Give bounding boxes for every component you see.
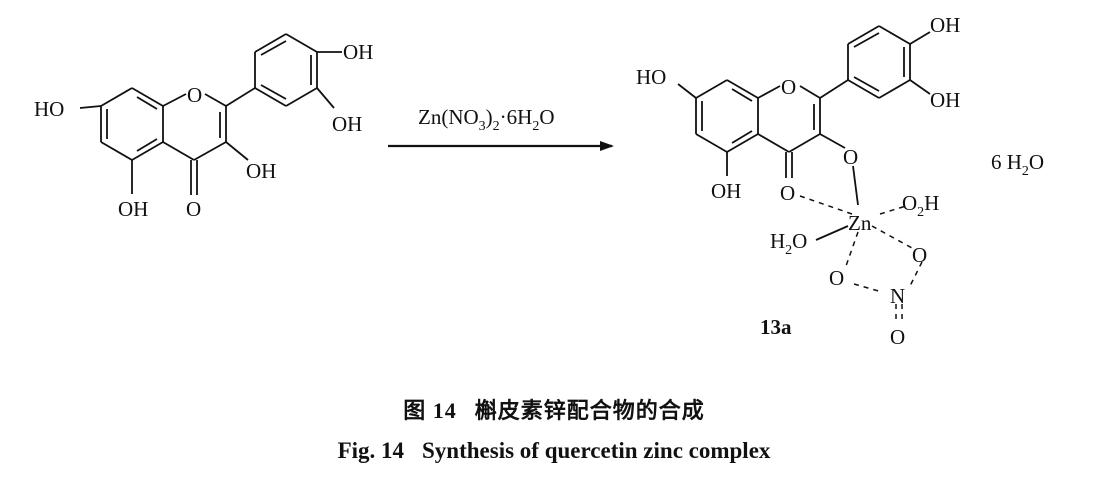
zinc-atom: Zn bbox=[848, 211, 872, 235]
reactant-oh-4prime: OH bbox=[343, 40, 373, 64]
reactant-ring-oxygen: O bbox=[187, 83, 202, 107]
product-carbonyl-oxygen: O bbox=[780, 181, 795, 205]
reagent-label: Zn(NO3)2·6H2O bbox=[418, 105, 555, 134]
reactant-ho-7: HO bbox=[34, 97, 64, 121]
coordination-bonds bbox=[799, 195, 923, 322]
nitrate-nitrogen: N bbox=[890, 284, 905, 308]
product-oh-3prime: OH bbox=[930, 88, 960, 112]
caption-en-figure-number: Fig. 14 bbox=[337, 438, 405, 463]
product-oh-5: OH bbox=[711, 179, 741, 203]
nitrate-oxygen-2: O bbox=[829, 266, 844, 290]
quercetin-labels: HO OH OH OH OH O O bbox=[34, 40, 373, 221]
product-ho-7: HO bbox=[636, 65, 666, 89]
product-o3: O bbox=[843, 145, 858, 169]
reactant-oh-5: OH bbox=[118, 197, 148, 221]
reactant-carbonyl-oxygen: O bbox=[186, 197, 201, 221]
product-oh-4prime: OH bbox=[930, 13, 960, 37]
water-ligand-o2h: O2H bbox=[902, 191, 939, 220]
reaction-scheme: HO OH OH OH OH O O Zn(NO3)2·6H2O bbox=[34, 13, 1044, 349]
compound-id: 13a bbox=[760, 315, 792, 339]
caption-en-title: Synthesis of quercetin zinc complex bbox=[422, 438, 771, 463]
quercetin-structure bbox=[79, 33, 342, 195]
reactant-oh-3prime: OH bbox=[332, 112, 362, 136]
product-labels: HO OH OH OH O O O Zn O2H H2O O O N O 6 H… bbox=[636, 13, 1044, 349]
product-ring-oxygen: O bbox=[781, 75, 796, 99]
caption-cn-title: 槲皮素锌配合物的合成 bbox=[474, 398, 705, 423]
caption-cn-figure-number: 图 14 bbox=[403, 398, 457, 423]
reactant-oh-3: OH bbox=[246, 159, 276, 183]
water-ligand-h2o: H2O bbox=[770, 229, 807, 258]
nitrate-oxygen-1: O bbox=[912, 243, 927, 267]
product-structure bbox=[677, 25, 931, 241]
nitrate-oxygen-3: O bbox=[890, 325, 905, 349]
hydrate-label: 6 H2O bbox=[991, 150, 1044, 179]
figure-caption-chinese: 图 14 槲皮素锌配合物的合成 bbox=[0, 393, 1108, 425]
figure-caption-english: Fig. 14 Synthesis of quercetin zinc compl… bbox=[0, 438, 1108, 464]
